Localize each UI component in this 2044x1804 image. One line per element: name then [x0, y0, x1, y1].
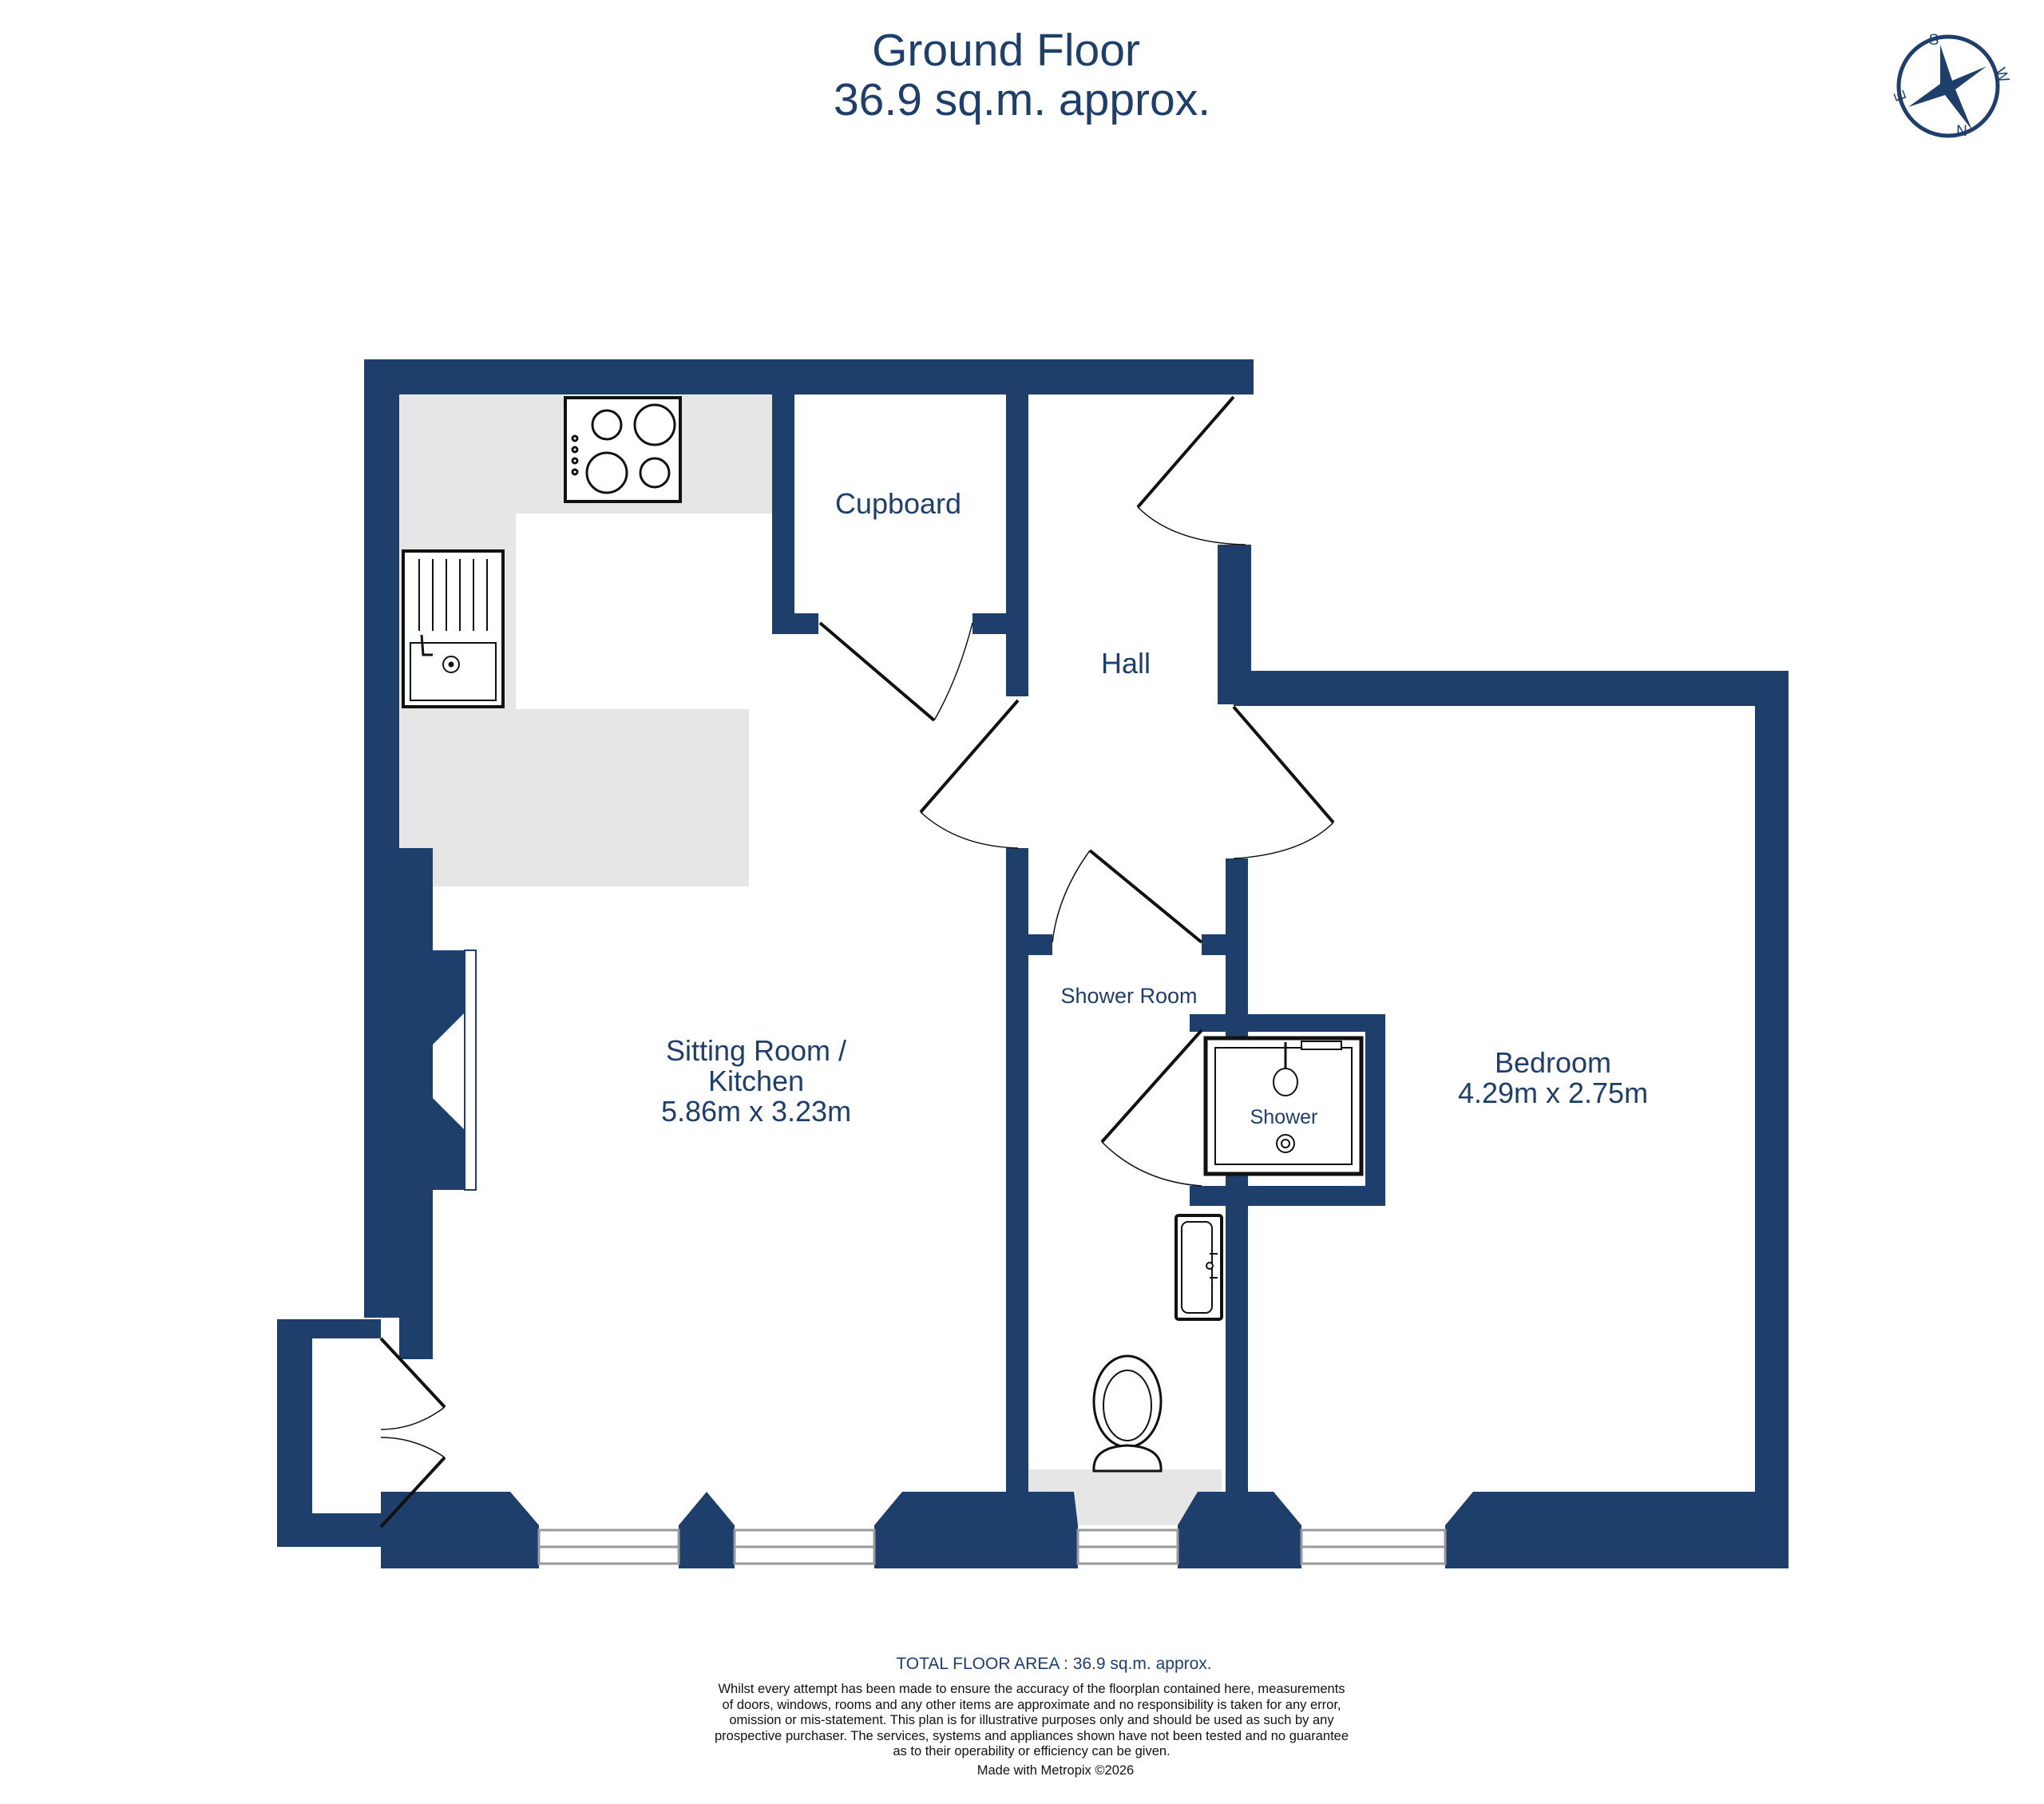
floor-area: 36.9 sq.m. approx.: [833, 74, 1211, 125]
compass-s: S: [1929, 32, 1939, 49]
shower-label: Shower: [1250, 1106, 1318, 1128]
disclaimer-line: as to their operability or efficiency ca…: [893, 1744, 1171, 1758]
wash-basin: [1175, 1214, 1223, 1321]
bedroom-dims: 4.29m x 2.75m: [1458, 1076, 1648, 1109]
disclaimer: Whilst every attempt has been made to en…: [10, 1682, 2044, 1760]
made-with: Made with Metropix ©2026: [976, 1763, 1135, 1778]
sitting-room-label: Sitting Room /: [666, 1034, 846, 1067]
hall-label: Hall: [1101, 647, 1151, 680]
bedroom-label: Bedroom: [1495, 1046, 1611, 1079]
kitchen-counters: [398, 395, 1222, 1525]
floor-title: Ground Floor: [872, 25, 1140, 76]
cupboard-label: Cupboard: [835, 487, 961, 520]
room-labels: Cupboard Hall Sitting Room / Kitchen 5.8…: [661, 487, 1648, 1128]
disclaimer-line: prospective purchaser. The services, sys…: [714, 1728, 1349, 1743]
hob: [564, 396, 682, 503]
compass-n: N: [1956, 123, 1967, 140]
shower-room-label: Shower Room: [1060, 984, 1197, 1008]
total-floor-area: TOTAL FLOOR AREA : 36.9 sq.m. approx.: [896, 1655, 1212, 1673]
radiator: [464, 950, 477, 1191]
windows: [537, 1528, 1447, 1565]
shower-tray: [1203, 1036, 1364, 1176]
toilet: [1092, 1354, 1163, 1473]
disclaimer-line: of doors, windows, rooms and any other i…: [722, 1697, 1341, 1712]
kitchen-label: Kitchen: [708, 1065, 804, 1097]
disclaimer-line: omission or mis-statement. This plan is …: [729, 1713, 1334, 1727]
doors: [379, 395, 1335, 1528]
kitchen-sink: [402, 549, 505, 708]
compass-e: E: [1891, 88, 1910, 103]
compass-icon: S W N E: [1891, 32, 2012, 140]
disclaimer-line: Whilst every attempt has been made to en…: [718, 1682, 1345, 1696]
sitting-room-dims: 5.86m x 3.23m: [661, 1095, 851, 1128]
